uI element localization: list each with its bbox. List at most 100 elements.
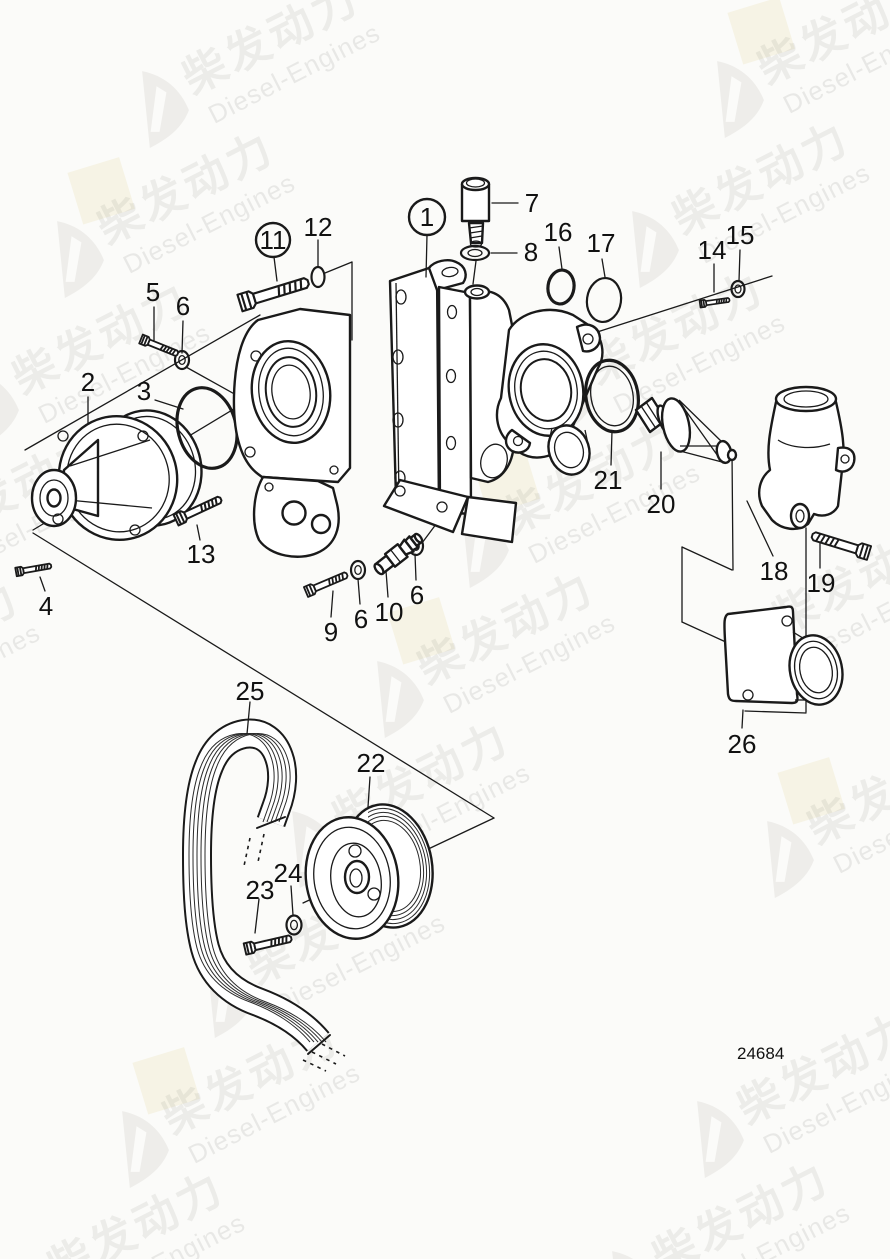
assembly-line — [472, 260, 477, 285]
diesel-engines-logo-icon — [717, 61, 764, 138]
callout-14: 14 — [698, 235, 727, 265]
watermark-accent — [132, 1047, 200, 1115]
callout-10: 10 — [375, 597, 404, 627]
part-oring-17 — [585, 276, 623, 324]
part-plug — [460, 176, 491, 248]
callout-25: 25 — [236, 676, 265, 706]
callout-6: 6 — [176, 291, 190, 321]
assembly-line — [565, 275, 773, 343]
diesel-engines-logo-icon — [632, 211, 679, 288]
leader-line-18 — [746, 500, 774, 557]
leader-line-6 — [181, 320, 184, 354]
leader-line-10 — [385, 570, 389, 598]
assembly-line — [423, 817, 495, 852]
callout-7: 7 — [525, 188, 539, 218]
leader-line-6 — [357, 578, 361, 605]
part-pulley — [304, 803, 434, 940]
drawing-number: 24684 — [737, 1044, 784, 1063]
part-washer-15 — [730, 279, 746, 299]
callout-21: 21 — [594, 465, 623, 495]
leader-line-26 — [741, 709, 744, 729]
callout-13: 13 — [187, 539, 216, 569]
callout-6: 6 — [410, 580, 424, 610]
part-washer-12 — [310, 265, 326, 289]
part-mounting-bracket — [382, 478, 518, 544]
assembly-line — [731, 451, 734, 571]
assembly-line — [681, 621, 729, 644]
leader-line-16 — [558, 246, 563, 270]
callout-2: 2 — [81, 367, 95, 397]
assembly-line — [24, 314, 261, 451]
part-washer-8 — [459, 244, 491, 262]
assembly-line — [744, 710, 807, 714]
callout-8: 8 — [524, 237, 538, 267]
part-drive-belt — [181, 718, 346, 1072]
callout-circle-1 — [407, 197, 447, 237]
diesel-engines-logo-icon — [697, 1101, 744, 1178]
part-housing-left-lobe — [232, 307, 352, 558]
part-bolt-11 — [237, 273, 312, 312]
part-thermostat — [634, 396, 738, 465]
callout-15: 15 — [726, 220, 755, 250]
callout-11: 11 — [260, 225, 287, 255]
leader-line-23 — [254, 898, 260, 934]
assembly-line — [681, 546, 733, 571]
leader-line-1 — [425, 234, 428, 278]
callout-4: 4 — [39, 591, 53, 621]
callout-23: 23 — [246, 875, 275, 905]
assembly-line — [32, 532, 495, 819]
leader-line-24 — [290, 885, 294, 916]
part-oring-21 — [584, 358, 640, 434]
part-washer-6b — [349, 559, 367, 581]
callout-12: 12 — [304, 212, 333, 242]
watermark-accent — [67, 157, 135, 225]
part-housing-slab — [437, 285, 473, 516]
assembly-line — [324, 261, 353, 274]
part-bolt-19 — [809, 528, 872, 561]
watermark-text-en: Diesel-Engines — [0, 617, 45, 729]
leader-lines — [39, 202, 821, 934]
callout-16: 16 — [544, 217, 573, 247]
leader-line-3 — [154, 399, 184, 410]
leader-line-21 — [610, 430, 613, 466]
leader-line-11 — [273, 256, 278, 282]
callout-22: 22 — [357, 748, 386, 778]
exploded-drawing — [15, 176, 872, 1072]
leader-line-15 — [738, 249, 741, 282]
leader-line-4 — [39, 576, 46, 592]
part-water-pump — [30, 409, 203, 542]
callout-1: 1 — [420, 202, 434, 232]
leader-line-17 — [601, 258, 606, 278]
callout-3: 3 — [137, 376, 151, 406]
diesel-engines-logo-icon — [57, 221, 104, 298]
part-nipple — [373, 532, 424, 576]
diesel-engines-logo-icon — [142, 71, 189, 148]
callout-19: 19 — [807, 568, 836, 598]
leader-line-22 — [367, 776, 371, 808]
callout-6: 6 — [354, 604, 368, 634]
leader-line-25 — [246, 701, 251, 735]
part-flange-pipe — [723, 605, 844, 706]
watermark-accent — [777, 757, 845, 825]
watermark-accent — [727, 0, 795, 65]
part-outlet-housing — [758, 385, 856, 531]
callout-26: 26 — [728, 729, 757, 759]
callout-9: 9 — [324, 617, 338, 647]
part-thermostat-housing-front — [463, 284, 604, 484]
callout-18: 18 — [760, 556, 789, 586]
part-bolt-4 — [15, 561, 53, 577]
leader-line-13 — [196, 524, 201, 541]
callout-5: 5 — [146, 277, 160, 307]
part-oring-16 — [546, 268, 576, 306]
leader-line-6 — [414, 553, 417, 581]
diesel-engines-logo-icon — [767, 821, 814, 898]
